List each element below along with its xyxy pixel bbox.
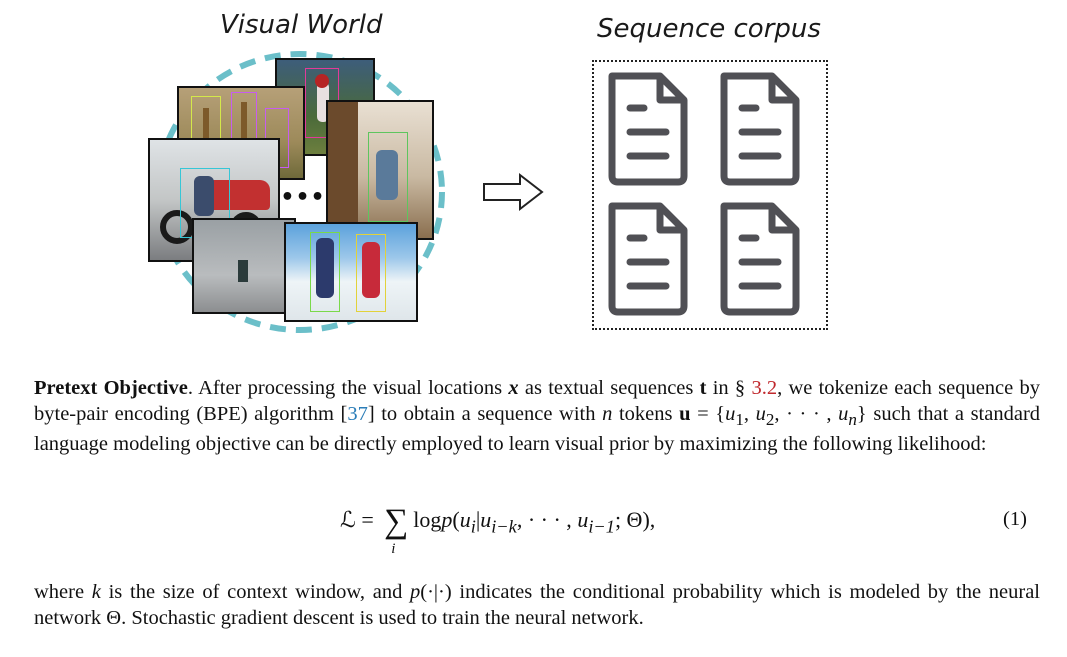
visual-world-title: Visual World [220, 10, 383, 40]
math-t: t [699, 377, 707, 399]
paragraph-pretext-objective: Pretext Objective. After processing the … [34, 377, 1041, 456]
photo-ellipsis: ••• [280, 185, 326, 215]
document-icon [724, 206, 796, 312]
document-icon [612, 206, 684, 312]
math-k: k [91, 581, 101, 603]
document-icon [724, 76, 796, 182]
paragraph-definitions: where k is the size of context window, a… [34, 581, 1040, 629]
math-n: n [602, 402, 613, 425]
document-grid [592, 60, 828, 330]
math-x: x [508, 377, 519, 399]
document-icon [612, 76, 684, 182]
photo-skiers [284, 222, 418, 322]
equation-number: (1) [1003, 508, 1027, 530]
sequence-corpus-title: Sequence corpus [597, 14, 821, 44]
math-u: u [679, 402, 691, 425]
section-heading: Pretext Objective [34, 377, 188, 399]
sum-index: i [391, 541, 396, 557]
visual-world-ring [155, 51, 445, 333]
photo-street [192, 218, 296, 314]
photo-kitchen [326, 100, 434, 240]
sequence-corpus-box [592, 60, 828, 330]
sum-symbol: ∑ [384, 503, 409, 540]
citation-link[interactable]: 37 [347, 402, 368, 425]
section-ref-link[interactable]: 3.2 [751, 377, 778, 399]
arrow-right-icon [483, 172, 544, 212]
